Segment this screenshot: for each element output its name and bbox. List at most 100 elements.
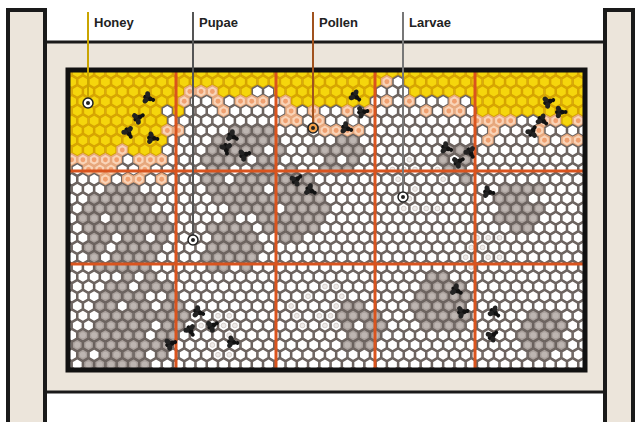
pupa-cell — [106, 281, 116, 293]
cell-content — [350, 313, 356, 319]
empty-cell — [297, 125, 307, 137]
empty-cell — [359, 134, 369, 146]
empty-cell — [562, 271, 572, 283]
honey-cell — [562, 115, 572, 127]
cell-content — [536, 128, 541, 133]
empty-cell — [393, 310, 403, 322]
empty-cell — [528, 154, 538, 166]
cell-content — [283, 118, 288, 123]
pollen-cell — [382, 95, 392, 107]
honey-cell — [269, 76, 279, 88]
empty-cell — [190, 154, 200, 166]
empty-cell — [500, 281, 510, 293]
pollen-cell — [483, 134, 493, 146]
grid-line — [70, 170, 583, 173]
empty-cell — [410, 125, 420, 137]
pupa-cell — [438, 310, 448, 322]
empty-cell — [348, 173, 358, 185]
pupa-cell — [528, 310, 538, 322]
empty-cell — [247, 154, 257, 166]
empty-cell — [573, 251, 583, 263]
empty-cell — [562, 232, 572, 244]
bee-wing — [439, 146, 447, 154]
empty-cell — [252, 359, 262, 368]
empty-cell — [264, 242, 274, 254]
pupa-cell — [95, 320, 105, 332]
cell-content — [226, 157, 232, 163]
larva-cell — [292, 310, 302, 322]
pollen-cell — [494, 115, 504, 127]
cell-content — [525, 323, 531, 329]
empty-cell — [382, 251, 392, 263]
empty-cell — [382, 173, 392, 185]
empty-cell — [545, 359, 555, 368]
empty-cell — [494, 329, 504, 341]
cell-content — [131, 186, 137, 192]
empty-cell — [314, 251, 324, 263]
empty-cell — [545, 183, 555, 195]
empty-cell — [235, 349, 245, 361]
pupa-cell — [140, 203, 150, 215]
cell-content — [142, 245, 148, 251]
cell-content — [114, 254, 120, 260]
pupa-cell — [72, 339, 82, 351]
empty-cell — [444, 242, 454, 254]
larva-cell — [196, 320, 206, 332]
empty-cell — [202, 134, 212, 146]
cell-content — [108, 206, 114, 212]
larva-cell — [438, 173, 448, 185]
honey-cell — [100, 76, 110, 88]
cell-content — [317, 313, 322, 318]
honey-cell — [230, 86, 240, 98]
empty-cell — [387, 125, 397, 137]
empty-cell — [522, 144, 532, 156]
cell-content — [283, 176, 289, 182]
pupa-cell — [78, 329, 88, 341]
cell-content — [97, 303, 103, 309]
empty-cell — [112, 232, 122, 244]
empty-cell — [342, 222, 352, 234]
cell-content — [288, 225, 294, 231]
cell-content — [530, 215, 536, 221]
empty-cell — [337, 212, 347, 224]
empty-cell — [354, 203, 364, 215]
honey-cell — [117, 86, 127, 98]
pupa-cell — [286, 222, 296, 234]
pupa-cell — [95, 222, 105, 234]
empty-cell — [461, 134, 471, 146]
honey-cell — [314, 95, 324, 107]
cell-content — [496, 196, 502, 202]
cell-content — [311, 206, 317, 212]
bee — [181, 322, 200, 340]
empty-cell — [269, 310, 279, 322]
empty-cell — [455, 125, 465, 137]
empty-cell — [511, 144, 521, 156]
cell-content — [525, 186, 531, 192]
bee-head — [173, 340, 178, 345]
cell-content — [97, 342, 103, 348]
empty-cell — [252, 86, 262, 98]
empty-cell — [579, 359, 583, 368]
empty-cell — [354, 242, 364, 254]
pupa-cell — [213, 232, 223, 244]
pupa-cell — [528, 349, 538, 361]
empty-cell — [455, 359, 465, 368]
cell-content — [508, 196, 514, 202]
empty-cell — [511, 281, 521, 293]
pupa-cell — [348, 154, 358, 166]
empty-cell — [264, 339, 274, 351]
empty-cell — [280, 134, 290, 146]
pupa-cell — [534, 320, 544, 332]
cell-content — [541, 352, 547, 358]
empty-cell — [382, 329, 392, 341]
cell-content — [119, 186, 125, 192]
pupa-cell — [162, 320, 172, 332]
cell-content — [108, 303, 114, 309]
pupa-cell — [421, 320, 431, 332]
empty-cell — [494, 290, 504, 302]
honey-cell — [517, 76, 527, 88]
cell-content — [227, 352, 232, 357]
honey-cell — [404, 76, 414, 88]
cell-content — [142, 342, 148, 348]
cell-content — [344, 147, 350, 153]
